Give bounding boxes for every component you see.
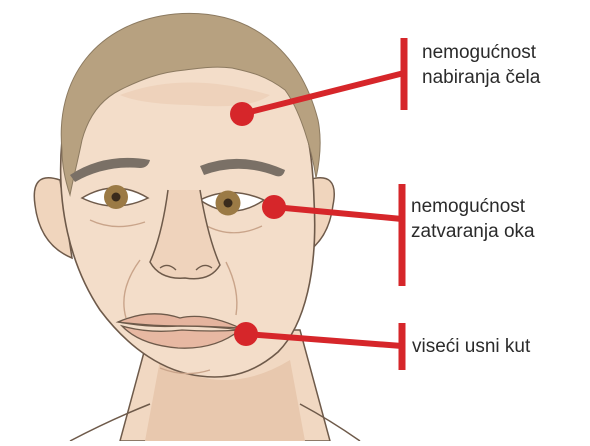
right-pupil	[224, 199, 233, 208]
callout-eye-label: nemogućnost zatvaranja oka	[411, 194, 535, 244]
left-pupil	[112, 193, 121, 202]
callout-eye-line-1: nemogućnost	[411, 194, 535, 219]
callout-forehead-line-2: nabiranja čela	[422, 65, 540, 90]
callout-mouth-label: viseći usni kut	[412, 334, 530, 359]
callout-eye-line-2: zatvaranja oka	[411, 219, 535, 244]
callout-forehead-line-1: nemogućnost	[422, 40, 540, 65]
callout-mouth-line-1: viseći usni kut	[412, 334, 530, 359]
callout-forehead-label: nemogućnost nabiranja čela	[422, 40, 540, 90]
